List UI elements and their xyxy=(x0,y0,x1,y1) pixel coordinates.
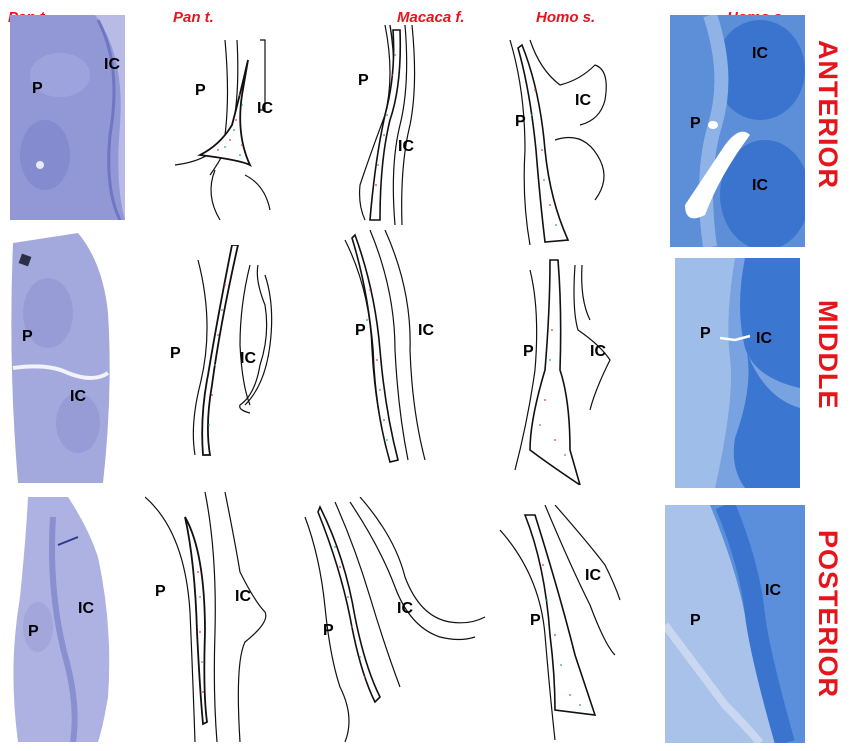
homo-trace-posterior xyxy=(495,505,625,745)
pan-photo-posterior xyxy=(8,497,116,742)
pan-photo-posterior-ic: IC xyxy=(78,600,94,617)
macaca-trace-middle-ic: IC xyxy=(418,322,434,339)
header-macaca-trace: Macaca f. xyxy=(397,9,465,26)
pan-trace-posterior xyxy=(145,492,285,742)
pan-trace-middle-p: P xyxy=(170,345,181,362)
homo-photo-middle-ic: IC xyxy=(756,330,772,347)
pan-photo-middle xyxy=(8,233,113,483)
macaca-trace-anterior-p: P xyxy=(358,72,369,89)
homo-trace-anterior-ic: IC xyxy=(575,92,591,109)
macaca-trace-anterior xyxy=(340,15,440,230)
macaca-trace-anterior-ic: IC xyxy=(398,138,414,155)
homo-trace-posterior-p: P xyxy=(530,612,541,629)
homo-trace-middle-p: P xyxy=(523,343,534,360)
macaca-trace-middle-p: P xyxy=(355,322,366,339)
pan-trace-posterior-p: P xyxy=(155,583,166,600)
homo-photo-posterior-ic: IC xyxy=(765,582,781,599)
pan-trace-anterior xyxy=(170,35,280,225)
homo-photo-middle-p: P xyxy=(700,325,711,342)
pan-trace-middle-ic: IC xyxy=(240,350,256,367)
pan-trace-anterior-ic: IC xyxy=(257,100,273,117)
pan-trace-middle xyxy=(170,245,280,460)
homo-photo-anterior-p: P xyxy=(690,115,701,132)
pan-photo-posterior-p: P xyxy=(28,623,39,640)
level-anterior: ANTERIOR xyxy=(813,40,843,189)
homo-photo-anterior-ic-2: IC xyxy=(752,177,768,194)
homo-trace-middle-ic: IC xyxy=(590,343,606,360)
macaca-trace-middle xyxy=(340,230,440,465)
homo-trace-posterior-ic: IC xyxy=(585,567,601,584)
pan-trace-posterior-ic: IC xyxy=(235,588,251,605)
pan-photo-anterior-p: P xyxy=(32,80,43,97)
homo-photo-middle xyxy=(675,258,800,488)
pan-photo-anterior xyxy=(10,15,125,220)
level-middle: MIDDLE xyxy=(813,300,843,410)
homo-trace-anterior xyxy=(500,30,620,250)
macaca-trace-posterior xyxy=(300,497,490,747)
macaca-trace-posterior-ic: IC xyxy=(397,600,413,617)
homo-photo-anterior-ic-1: IC xyxy=(752,45,768,62)
pan-photo-middle-ic: IC xyxy=(70,388,86,405)
header-pan-trace: Pan t. xyxy=(173,9,214,26)
level-posterior: POSTERIOR xyxy=(813,530,843,699)
homo-photo-posterior xyxy=(665,505,805,743)
homo-trace-middle xyxy=(500,250,620,485)
macaca-trace-posterior-p: P xyxy=(323,622,334,639)
pan-photo-middle-p: P xyxy=(22,328,33,345)
homo-trace-anterior-p: P xyxy=(515,113,526,130)
header-homo-trace: Homo s. xyxy=(536,9,596,26)
homo-photo-anterior xyxy=(670,15,805,247)
pan-trace-anterior-p: P xyxy=(195,82,206,99)
pan-photo-anterior-ic: IC xyxy=(104,56,120,73)
homo-photo-posterior-p: P xyxy=(690,612,701,629)
